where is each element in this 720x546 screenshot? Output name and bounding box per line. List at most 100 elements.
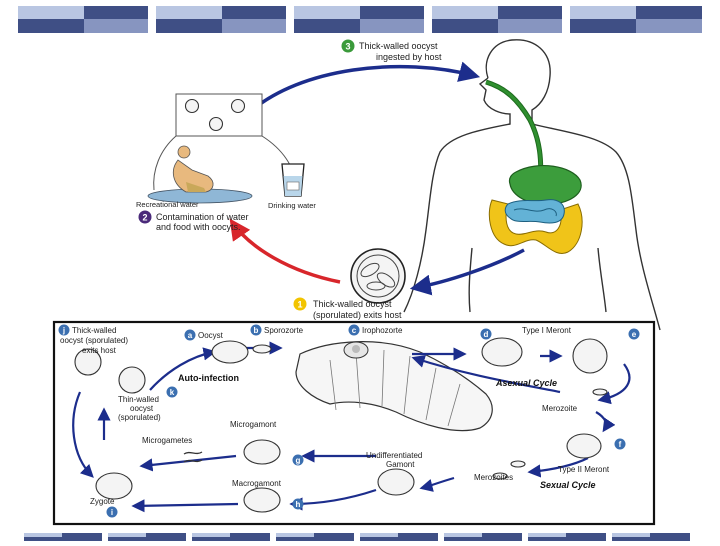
badge-f: f <box>614 438 626 450</box>
host-body-outline <box>403 39 661 331</box>
label-j-line2: oocyst (sporulated) <box>60 336 128 345</box>
svg-text:1: 1 <box>297 300 302 310</box>
step1-caption: 1 Thick-walled oocyst (sporulated) exits… <box>293 297 402 320</box>
life-cycle-arrows <box>72 341 631 513</box>
drinking-glass-icon <box>281 163 305 197</box>
step2-line2: and food with oocyts. <box>156 222 241 232</box>
header-tabs <box>18 6 702 33</box>
arrow-contamination <box>229 218 341 284</box>
svg-text:a: a <box>188 331 193 340</box>
label-j-line1: Thick-walled <box>72 326 116 335</box>
header-tab-5 <box>570 6 702 33</box>
arrow-exit-host <box>409 248 525 296</box>
svg-text:c: c <box>352 326 357 335</box>
footer-tab-3 <box>192 533 270 541</box>
step3-line2: ingested by host <box>376 52 442 62</box>
step3-badge <box>341 39 355 53</box>
arrow-ingestion <box>248 61 481 114</box>
life-cycle-labels: Thick-walled oocyst (sporulated) exits h… <box>60 326 610 506</box>
label-zygote: Zygote <box>90 497 115 506</box>
label-sexual-cycle: Sexual Cycle <box>540 480 596 490</box>
header-tab-4 <box>432 6 562 33</box>
badge-b: b <box>250 324 262 336</box>
swimmer-illustration <box>147 145 253 204</box>
svg-text:i: i <box>111 508 113 517</box>
cell-microgamont <box>243 439 281 465</box>
label-k-line1: Thin-walled <box>118 395 159 404</box>
cell-thick-oocyst <box>74 348 102 376</box>
svg-text:g: g <box>296 456 301 465</box>
footer-tab-8 <box>612 533 690 541</box>
svg-text:b: b <box>254 326 259 335</box>
label-merozoite: Merozoite <box>542 404 578 413</box>
life-cycle-cells <box>74 337 608 513</box>
microgametes-illustration <box>183 451 203 463</box>
badge-d: d <box>480 328 492 340</box>
label-oocyst: Oocyst <box>198 331 224 340</box>
badge-j: j <box>58 324 70 336</box>
cell-type2-meront <box>566 433 602 459</box>
label-k-line3: (sporulated) <box>118 413 161 422</box>
step1-line2: (sporulated) exits host <box>313 310 402 320</box>
header-tab-1 <box>18 6 148 33</box>
badge-a: a <box>184 329 196 341</box>
footer-tab-4 <box>276 533 354 541</box>
svg-text:3: 3 <box>345 42 350 52</box>
badge-k: k <box>166 386 178 398</box>
label-type2-meront: Type II Meront <box>558 465 610 474</box>
oocyst-sample-panel <box>153 93 295 191</box>
svg-text:k: k <box>170 388 175 397</box>
step2-caption: 2 Contamination of water and food with o… <box>138 210 249 232</box>
cell-macrogamont <box>243 487 281 513</box>
badge-i: i <box>106 506 118 518</box>
life-cycle-badges: j a b c d e f g h i k <box>58 324 640 518</box>
footer-decoration <box>0 528 720 541</box>
footer-tab-2 <box>108 533 186 541</box>
svg-text:2: 2 <box>142 213 147 223</box>
footer-tab-6 <box>444 533 522 541</box>
label-merozoites: Merozoites <box>474 473 513 482</box>
step1-badge <box>293 297 307 311</box>
label-trophozoite: Irophozorte <box>362 326 403 335</box>
cell-oocyst-excyst <box>211 340 249 364</box>
footer-tab-7 <box>528 533 606 541</box>
label-asexual-cycle: Asexual Cycle <box>495 378 557 388</box>
label-type1-meront: Type I Meront <box>522 326 572 335</box>
svg-text:d: d <box>484 330 489 339</box>
cell-merozoites-2 <box>510 460 526 468</box>
label-undifferentiated-line2: Gamont <box>386 460 415 469</box>
header-tab-3 <box>294 6 424 33</box>
label-microgamont: Microgamont <box>230 420 277 429</box>
svg-text:j: j <box>62 326 65 335</box>
cell-undifferentiated-gamont <box>377 468 415 496</box>
footer-tab-1 <box>24 533 102 541</box>
header-decoration <box>0 0 720 36</box>
cell-merozoites-1 <box>492 472 508 480</box>
svg-text:f: f <box>619 440 622 449</box>
cryptosporidium-life-cycle-diagram: 3 Thick-walled oocyst ingested by host R… <box>52 39 661 526</box>
label-j-line3: exits host <box>82 346 117 355</box>
step1-line1: Thick-walled oocyst <box>313 299 392 309</box>
step2-line1: Contamination of water <box>156 212 249 222</box>
svg-text:h: h <box>296 500 301 509</box>
step3-caption: 3 Thick-walled oocyst ingested by host <box>341 39 442 62</box>
digestive-tract <box>485 79 583 254</box>
badge-e: e <box>628 328 640 340</box>
header-tab-2 <box>156 6 286 33</box>
cell-type1-meront-mature <box>572 338 608 374</box>
step2-badge <box>138 210 152 224</box>
badge-c: c <box>348 324 360 336</box>
cell-merozoite <box>592 388 608 396</box>
cell-sporozoite <box>252 344 272 354</box>
cell-thin-oocyst <box>118 366 146 394</box>
footer-tab-5 <box>360 533 438 541</box>
oocyst-exiting-illustration <box>350 248 406 304</box>
label-microgametes: Microgametes <box>142 436 192 445</box>
drinking-water-label: Drinking water <box>268 201 316 210</box>
step3-line1: Thick-walled oocyst <box>359 41 438 51</box>
label-undifferentiated-line1: Undifferentiated <box>366 451 422 460</box>
cell-zygote <box>95 472 133 500</box>
badge-g: g <box>292 454 304 466</box>
label-auto-infection: Auto-infection <box>178 373 239 383</box>
svg-text:e: e <box>632 330 637 339</box>
